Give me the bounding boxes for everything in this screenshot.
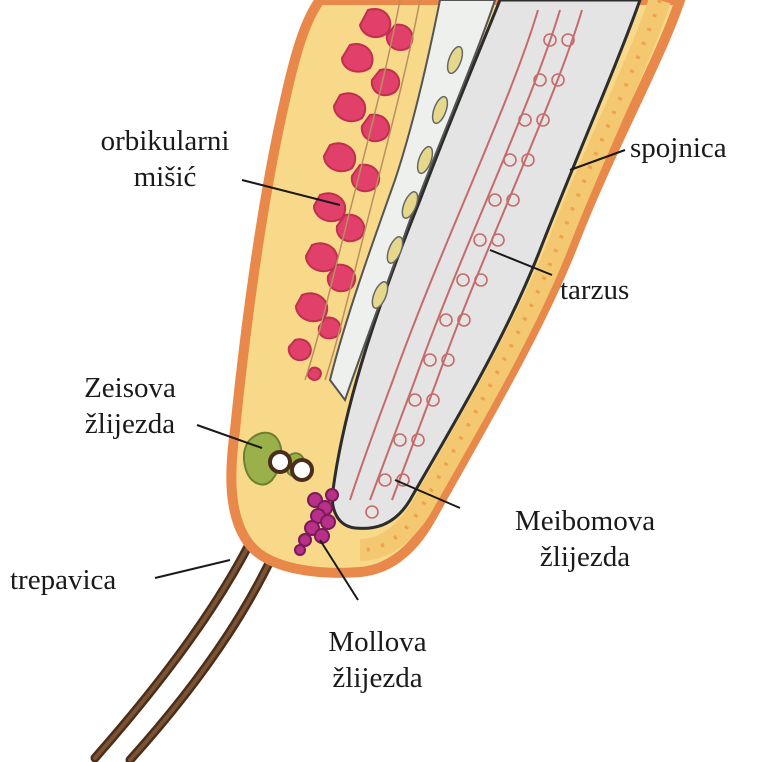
label-meibomian: Meibomova žlijezda bbox=[480, 503, 690, 575]
label-eyelash: trepavica bbox=[10, 562, 116, 598]
label-zeis-line2: žlijezda bbox=[55, 406, 205, 442]
label-moll: Mollova žlijezda bbox=[290, 624, 465, 696]
label-orbicularis: orbikularni mišić bbox=[80, 123, 250, 195]
label-meibomian-line1: Meibomova bbox=[480, 503, 690, 539]
label-orbicularis-line1: orbikularni bbox=[80, 123, 250, 159]
label-moll-line2: žlijezda bbox=[290, 660, 465, 696]
label-conjunctiva: spojnica bbox=[630, 130, 727, 166]
label-moll-line1: Mollova bbox=[290, 624, 465, 660]
label-zeis-line1: Zeisova bbox=[55, 370, 205, 406]
label-meibomian-line2: žlijezda bbox=[480, 539, 690, 575]
label-tarsus: tarzus bbox=[560, 272, 629, 308]
label-zeis: Zeisova žlijezda bbox=[55, 370, 205, 442]
label-orbicularis-line2: mišić bbox=[80, 159, 250, 195]
leader-eyelash bbox=[155, 560, 230, 578]
